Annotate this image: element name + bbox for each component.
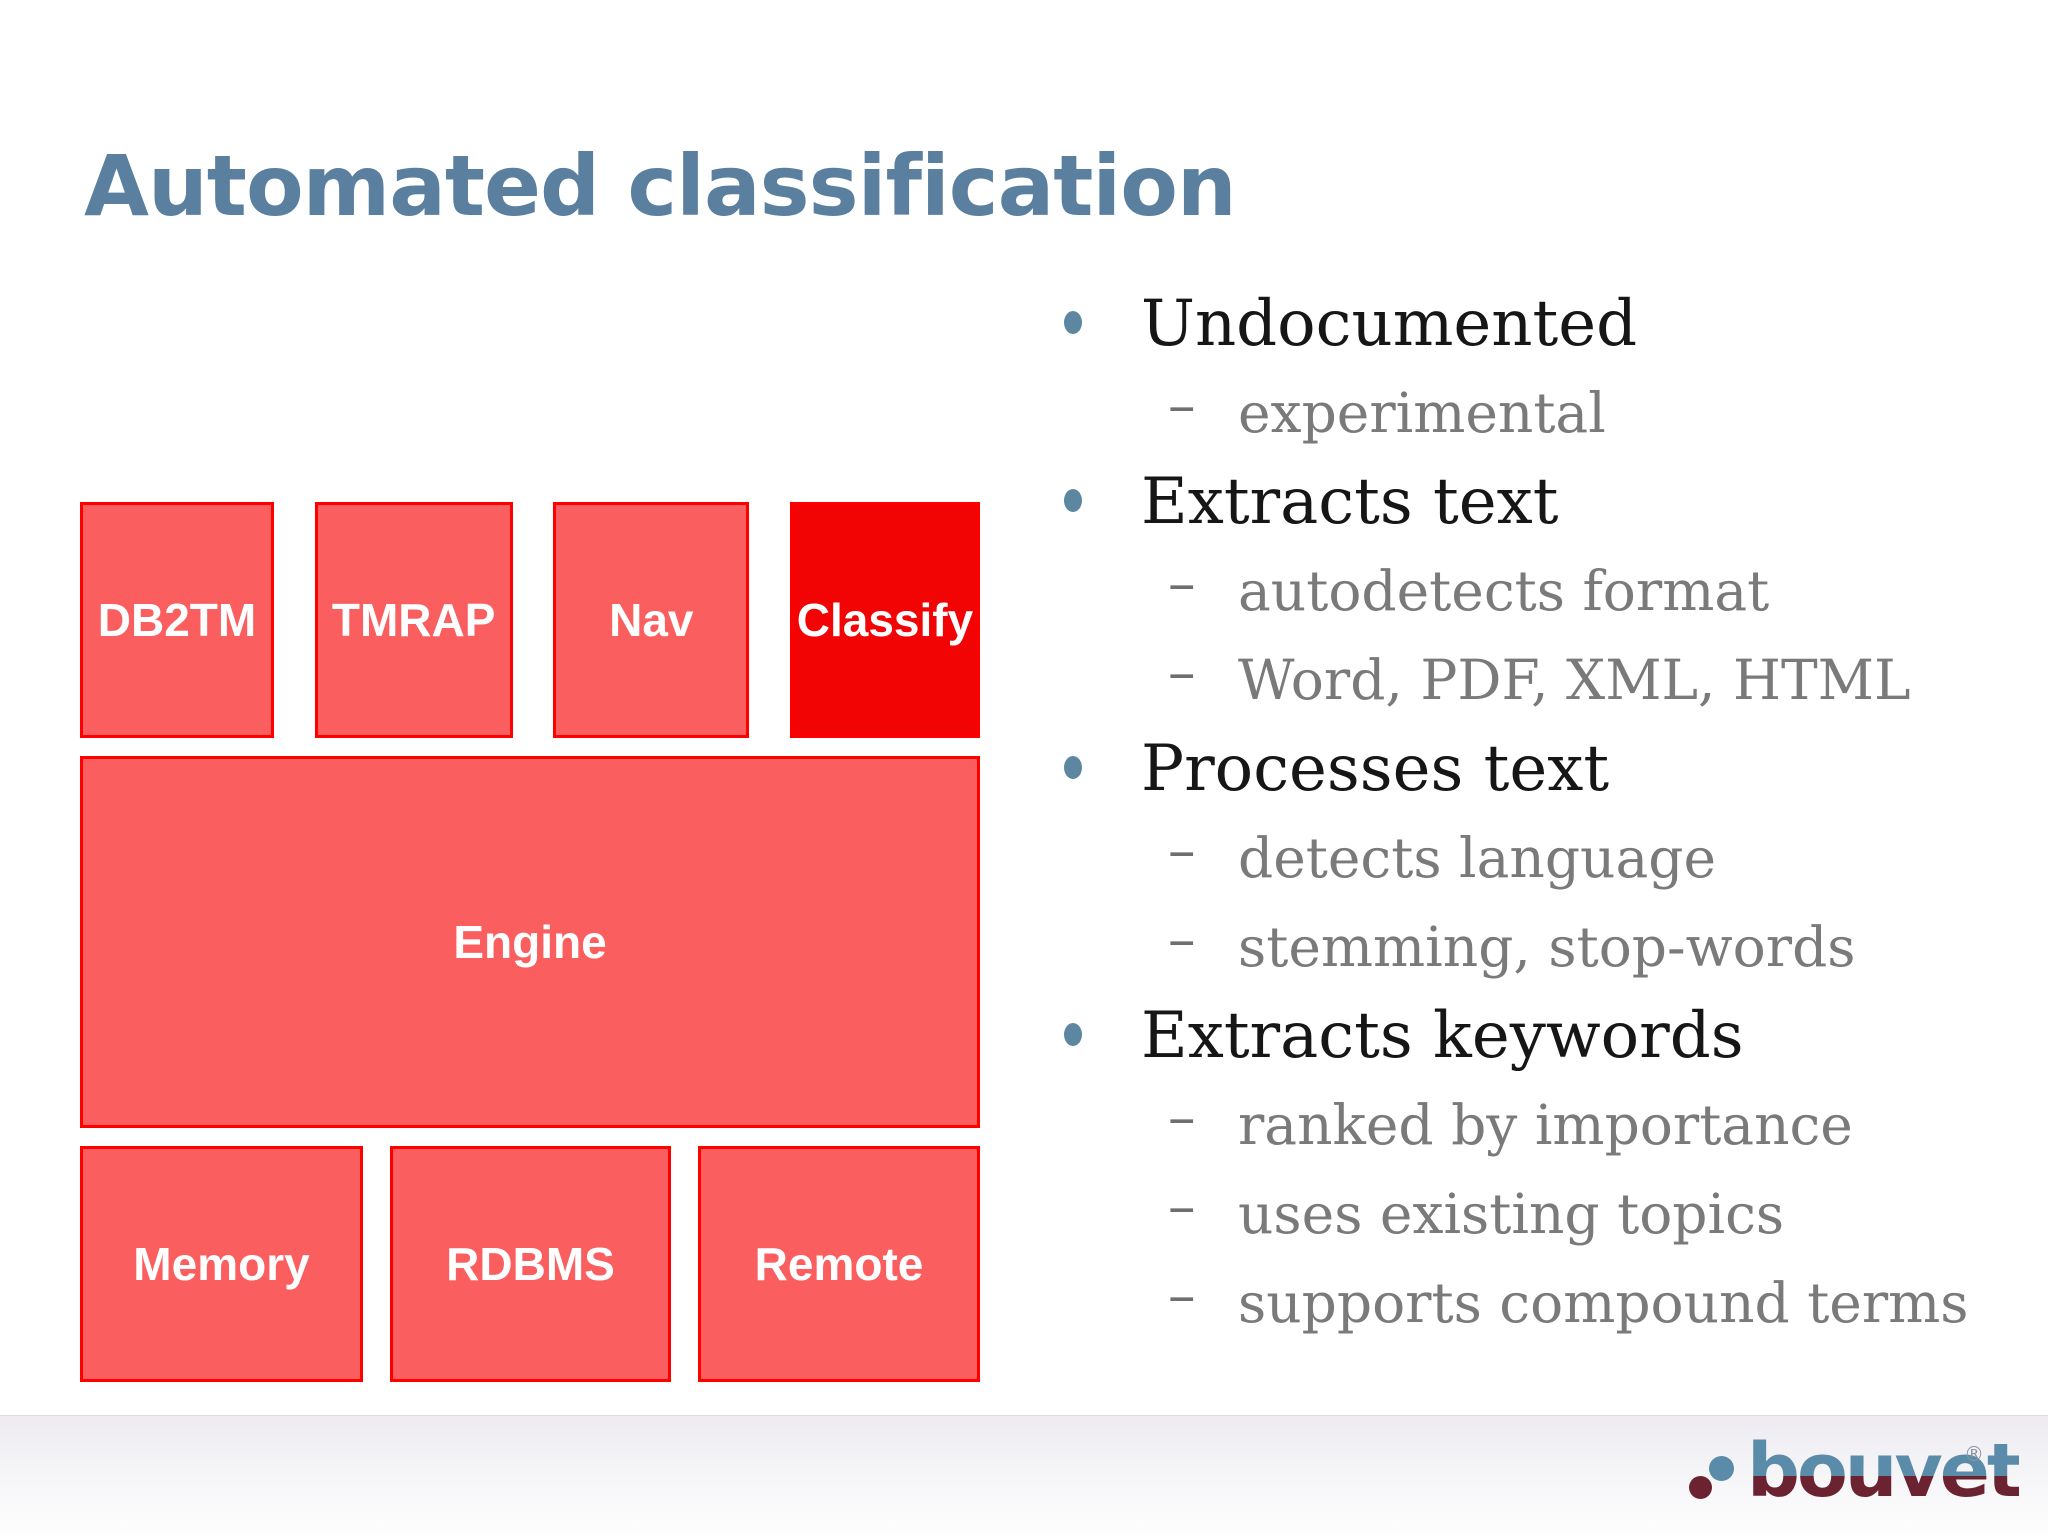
list-item: –experimental [1056,368,2016,457]
bullet-text: supports compound terms [1238,1270,1969,1335]
bullet-dot-icon [1064,310,1082,334]
box-label: Nav [609,594,694,646]
diagram-top-row: DB2TM TMRAP Nav Classify [80,502,980,738]
bullet-text: Extracts keywords [1141,998,1744,1073]
bullet-text: autodetects format [1238,558,1770,623]
diagram-box-db2tm: DB2TM [80,502,274,738]
diagram-box-rdbms: RDBMS [390,1146,671,1382]
diagram-bottom-row: Memory RDBMS Remote [80,1146,980,1382]
box-label: Engine [453,916,607,968]
list-item: Extracts keywords [1056,991,2016,1080]
bullet-dash-icon: – [1168,817,1196,882]
bullet-text: Undocumented [1141,286,1638,361]
box-label: TMRAP [331,594,496,646]
diagram-box-remote: Remote [698,1146,980,1382]
bullet-text: stemming, stop-words [1238,914,1856,979]
bullet-dot-icon [1064,488,1082,512]
box-label: DB2TM [97,594,257,646]
bullet-dash-icon: – [1168,1084,1196,1149]
logo-dot-maroon-icon [1689,1476,1712,1499]
registered-trademark-icon: ® [1964,1442,1984,1466]
list-item: –detects language [1056,813,2016,902]
bullet-dot-icon [1064,1022,1082,1046]
bullet-dash-icon: – [1168,1173,1196,1238]
list-item: –autodetects format [1056,546,2016,635]
list-item: –stemming, stop-words [1056,902,2016,991]
bullet-text: uses existing topics [1238,1181,1785,1246]
bullet-dash-icon: – [1168,550,1196,615]
bullet-dash-icon: – [1168,1262,1196,1327]
bullet-dot-icon [1064,755,1082,779]
bullet-text: Extracts text [1141,464,1559,539]
diagram-box-nav: Nav [553,502,750,738]
list-item: –Word, PDF, XML, HTML [1056,635,2016,724]
logo-wordmark: bouvet [1747,1428,2022,1514]
footer-band [0,1415,2048,1537]
architecture-diagram: DB2TM TMRAP Nav Classify Engine Memory R… [80,502,980,1382]
bullet-text: detects language [1238,825,1717,890]
box-label: RDBMS [446,1238,615,1290]
list-item: Extracts text [1056,457,2016,546]
diagram-box-memory: Memory [80,1146,363,1382]
bullet-dash-icon: – [1168,639,1196,704]
bullet-text: Processes text [1141,731,1610,806]
bullet-text: experimental [1238,380,1606,445]
diagram-box-engine: Engine [80,756,980,1128]
list-item: Processes text [1056,724,2016,813]
list-item: –ranked by importance [1056,1080,2016,1169]
bullet-text: Word, PDF, XML, HTML [1238,647,1911,712]
box-label: Remote [754,1238,924,1290]
diagram-box-classify: Classify [789,502,980,738]
box-label: Classify [796,594,974,646]
page-title: Automated classification [84,137,1237,236]
bullet-dash-icon: – [1168,906,1196,971]
box-label: Memory [133,1238,310,1290]
list-item: –uses existing topics [1056,1169,2016,1258]
bullet-text: ranked by importance [1238,1092,1853,1157]
logo-dot-blue-icon [1709,1456,1734,1481]
diagram-box-tmrap: TMRAP [314,502,513,738]
bullet-dash-icon: – [1168,372,1196,437]
list-item: –supports compound terms [1056,1258,2016,1347]
bullet-list: Undocumented –experimental Extracts text… [1056,279,2016,1347]
bouvet-logo: bouvet ® [1686,1430,2022,1520]
list-item: Undocumented [1056,279,2016,368]
